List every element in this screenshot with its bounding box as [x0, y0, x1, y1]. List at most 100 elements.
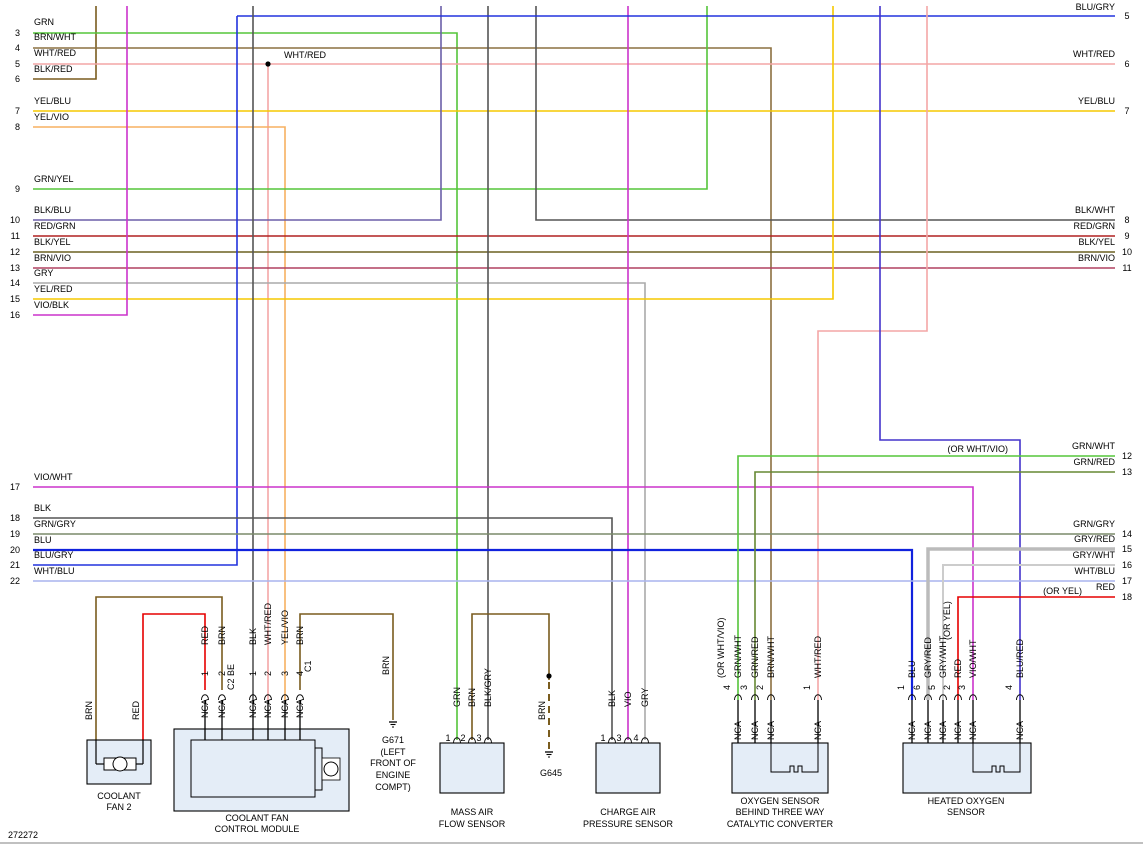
- left-pin-17: 17: [10, 482, 20, 492]
- module-inner: [190, 739, 316, 798]
- motor-icon: [323, 761, 339, 777]
- ho2-pin-wire: GRY/WHT: [938, 635, 948, 678]
- g645-wire: BRN: [537, 701, 547, 720]
- ho2-pin-num: 4: [1004, 685, 1014, 690]
- ho2-pin-num: 2: [942, 685, 952, 690]
- module-pin-wire: BRN: [217, 626, 227, 645]
- left-pin-11: 11: [11, 231, 20, 241]
- left-wire-label-22: WHT/BLU: [34, 566, 75, 576]
- wire-grn-wht: [737, 455, 1115, 700]
- mass-air-flow-sensor: [439, 742, 505, 794]
- ho2-pin-num: 1: [896, 685, 906, 690]
- left-pin-13: 13: [10, 263, 20, 273]
- o2-pin-wire: BRN/WHT: [766, 636, 776, 678]
- g671-wire: BRN: [381, 656, 391, 675]
- connector-terminal: [939, 694, 947, 701]
- wire-blk-cap: [33, 517, 613, 740]
- left-wire-label-6: BLK/RED: [34, 64, 73, 74]
- wire-red: [957, 596, 1115, 700]
- module-pin-num: 2: [263, 671, 273, 676]
- ho2-pin-num: 6: [912, 685, 922, 690]
- o2-pin-wire: GRN/WHT: [733, 635, 743, 678]
- module-pin-num: 3: [280, 671, 290, 676]
- wire-wht-red-o2: [817, 6, 928, 700]
- o2-pin-num: 1: [802, 685, 812, 690]
- left-wire-label-19: GRN/GRY: [34, 519, 76, 529]
- right-wire-label-16: GRY/WHT: [1073, 550, 1116, 560]
- maf-name-2: FLOW SENSOR: [439, 819, 506, 829]
- right-pin-11: 11: [1122, 263, 1131, 273]
- note-or-wht-vio: (OR WHT/VIO): [948, 444, 1009, 454]
- connector-terminal: [767, 694, 775, 701]
- o2-name-3: CATALYTIC CONVERTER: [727, 819, 834, 829]
- o2-pin-wire: GRN/RED: [750, 636, 760, 678]
- module-name-1: COOLANT FAN: [225, 813, 288, 823]
- right-wire-label-12: GRN/WHT: [1072, 441, 1115, 451]
- fan2-wire-2: RED: [131, 700, 141, 720]
- oxygen-sensor-cat: [731, 742, 829, 794]
- o2-name-1: OXYGEN SENSOR: [740, 796, 820, 806]
- left-pin-19: 19: [10, 529, 20, 539]
- left-wire-label-13: BRN/VIO: [34, 253, 71, 263]
- wire-brn-wht: [33, 47, 772, 700]
- connector-terminal: [608, 737, 616, 744]
- connector-terminal: [453, 737, 461, 744]
- wire-grn-yel: [33, 6, 708, 190]
- g645-name: G645: [540, 768, 562, 778]
- wire-blk-blu: [33, 6, 442, 221]
- o2-pin-note: (OR WHT/VIO): [716, 618, 726, 679]
- right-pin-12: 12: [1122, 451, 1132, 461]
- module-pin-num: 1: [248, 671, 258, 676]
- left-pin-22: 22: [10, 576, 20, 586]
- ho2-pin-wire: BLU: [907, 660, 917, 678]
- connector-terminal: [201, 694, 209, 701]
- g671-text: G671: [382, 735, 404, 745]
- connector-terminal: [1016, 694, 1024, 701]
- wire-blu-gry-drop: [33, 16, 238, 566]
- connector-terminal: [734, 694, 742, 701]
- motor-icon: [112, 756, 128, 772]
- connector-terminal: [218, 694, 226, 701]
- cap-pin-num: 4: [633, 733, 638, 743]
- ho2-pin-num: 5: [927, 685, 937, 690]
- module-pin-wire: BLK: [248, 628, 258, 645]
- right-wire-label-13: GRN/RED: [1073, 457, 1115, 467]
- module-pin-num: 1: [200, 671, 210, 676]
- component-layer: [0, 61, 1143, 844]
- right-wire-label-17: WHT/BLU: [1075, 566, 1116, 576]
- left-pin-8: 8: [15, 122, 20, 132]
- ho2-pin-wire: VIO/WHT: [968, 639, 978, 678]
- right-wire-label-7: YEL/BLU: [1078, 96, 1115, 106]
- right-wire-label-11: BRN/VIO: [1078, 253, 1115, 263]
- note-or-yel: (OR YEL): [1043, 586, 1082, 596]
- connector-terminal: [814, 694, 822, 701]
- left-wire-label-5: WHT/RED: [34, 48, 76, 58]
- cap-pin-num: 3: [616, 733, 621, 743]
- connector-terminal: [468, 737, 476, 744]
- connector-terminal: [969, 694, 977, 701]
- wire-vio-blk: [33, 6, 128, 316]
- module-pin-wire: RED: [200, 625, 210, 645]
- left-wire-label-15: YEL/RED: [34, 284, 73, 294]
- heated-oxygen-sensor: [902, 742, 1032, 794]
- connector-terminal: [908, 694, 916, 701]
- maf-pin-num: 1: [445, 733, 450, 743]
- ho2-pin-num: 3: [957, 685, 967, 690]
- right-pin-18: 18: [1122, 592, 1132, 602]
- right-pin-6: 6: [1124, 59, 1129, 69]
- maf-pin-wire: BLK/GRY: [483, 668, 493, 707]
- connector-terminal: [296, 694, 304, 701]
- splice-g645: [546, 673, 552, 679]
- right-pin-7: 7: [1124, 106, 1129, 116]
- figure-id: 272272: [8, 830, 38, 840]
- left-wire-label-20: BLU: [34, 535, 52, 545]
- left-wire-label-16: VIO/BLK: [34, 300, 69, 310]
- left-pin-15: 15: [10, 294, 20, 304]
- cap-name-2: PRESSURE SENSOR: [583, 819, 674, 829]
- o2-pin-num: 2: [755, 685, 765, 690]
- wire-brn-maf: [471, 613, 550, 740]
- left-wire-label-3: GRN: [34, 17, 54, 27]
- wire-gry-red: [926, 547, 1115, 700]
- maf-name-1: MASS AIR: [451, 807, 494, 817]
